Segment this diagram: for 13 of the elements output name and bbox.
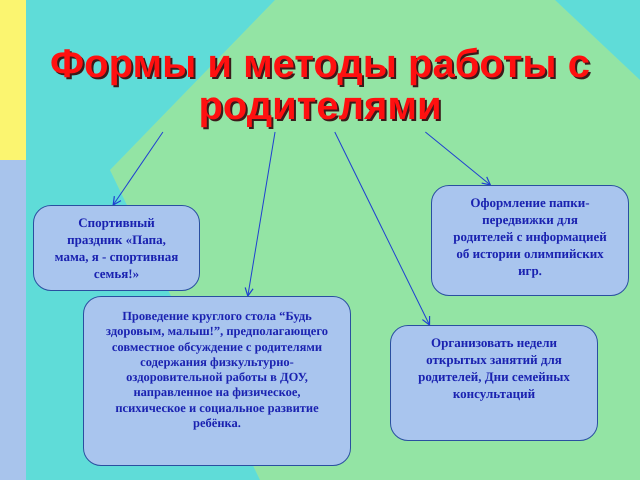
rounded-box [83,296,351,466]
box-text: Оформление папки-передвижки для родителей с информацией об истории олимпийских игр. [452,194,608,279]
title: Формы и методы работы с родителями [49,43,591,127]
rounded-box [431,185,629,296]
arrow [424,132,491,186]
box-text: Проведение круглого стола “Будь здоровым, малыш!”, предполагающего совместное обсуждение с родителями содержания физкультурно-оздоровительной работы в ДОУ, направленное на физическое, психическое и социальное развитие ребёнка. [105,308,329,432]
rounded-box [390,325,598,441]
rounded-box [33,205,200,291]
box-text: Организовать недели открытых занятий для родителей, Дни семейных консультаций [417,334,571,402]
arrow [112,132,164,206]
box-text: Спортивный праздник «Папа, мама, я - спортивная семья!» [54,214,179,282]
arrow [244,132,276,297]
arrow [334,132,430,326]
